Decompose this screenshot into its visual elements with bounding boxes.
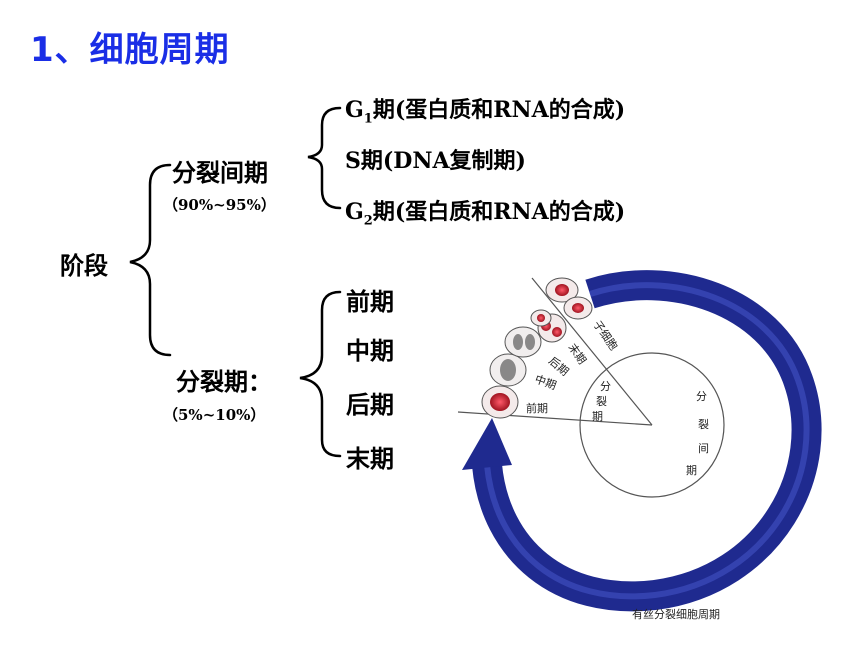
mitosis-brace xyxy=(299,290,342,458)
radial-line-top xyxy=(531,277,653,426)
cell-cycle-diagram: 子细胞 末期 后期 中期 前期 分 裂 期 分 裂 间 期 有丝分裂细胞周期 xyxy=(457,270,822,621)
inner-mitosis-3: 期 xyxy=(592,410,603,423)
anaphase-label: 后期 xyxy=(346,391,394,419)
cell-prophase xyxy=(481,385,519,419)
root-label: 阶段 xyxy=(60,252,108,280)
inner-interphase-2: 裂 xyxy=(698,418,709,431)
radial-line-left xyxy=(457,411,653,426)
inner-interphase-4: 期 xyxy=(686,464,697,477)
inner-circle xyxy=(579,352,725,498)
interphase-brace xyxy=(307,106,342,210)
prophase-label: 前期 xyxy=(346,288,394,316)
inner-mitosis-1: 分 xyxy=(600,380,611,393)
cycle-arrow-head xyxy=(462,418,512,470)
g1-phase: G1期(蛋白质和RNA的合成) xyxy=(345,97,626,127)
root-brace xyxy=(129,163,172,357)
metaphase-label: 中期 xyxy=(346,337,394,365)
inner-mitosis-2: 裂 xyxy=(596,395,607,408)
inner-interphase-3: 间 xyxy=(698,442,709,455)
inner-interphase-1: 分 xyxy=(696,390,707,403)
diagram-label-prophase: 前期 xyxy=(526,401,548,415)
mitosis-percent: （5%~10%） xyxy=(163,406,266,424)
diagram-caption: 有丝分裂细胞周期 xyxy=(632,607,720,621)
diagram-label-metaphase: 中期 xyxy=(533,373,558,393)
telophase-label: 末期 xyxy=(346,445,394,473)
g2-phase: G2期(蛋白质和RNA的合成) xyxy=(345,199,626,229)
s-phase: S期(DNA复制期) xyxy=(345,148,526,174)
page-title: 1、细胞周期 xyxy=(30,30,230,70)
cell-daughter xyxy=(545,277,593,320)
mitosis-label: 分裂期： xyxy=(176,368,272,396)
cell-anaphase xyxy=(504,326,542,358)
interphase-percent: （90%~95%） xyxy=(163,196,276,214)
cell-metaphase xyxy=(489,353,527,387)
diagram-label-anaphase: 后期 xyxy=(546,354,571,378)
diagram-label-daughter: 子细胞 xyxy=(591,318,621,352)
interphase-label: 分裂间期 xyxy=(172,159,268,187)
cycle-arrow-highlight xyxy=(484,282,810,600)
cell-telophase xyxy=(530,309,567,343)
